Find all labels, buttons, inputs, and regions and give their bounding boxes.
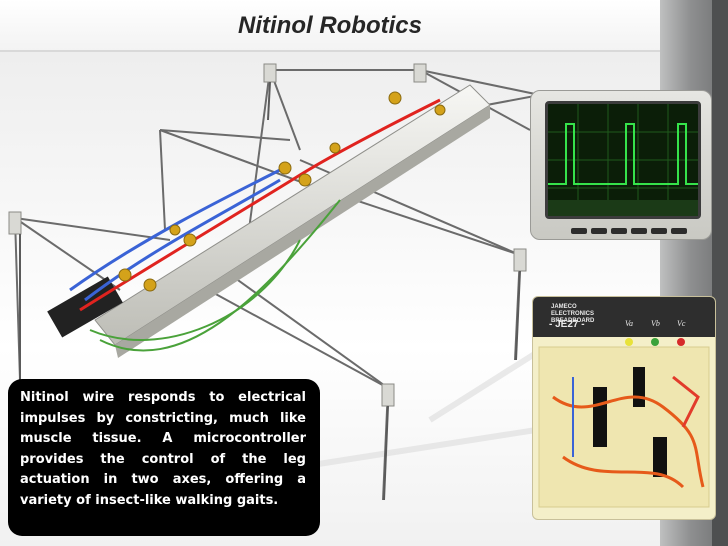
description-text: Nitinol wire responds to electrical impu… [20,390,306,508]
title-bar: Nitinol Robotics [0,0,728,52]
robot-leg-tips [19,81,521,501]
terminal-va-label: Va [625,319,633,328]
robot-wires [69,98,441,352]
terminal-vc-label: Vc [677,319,686,328]
breadboard-brand: JAMECO ELECTRONICS BREADBOARD [551,304,595,324]
oscilloscope-photo [530,90,712,240]
robot-photo [8,63,622,501]
robot-feet [8,63,527,407]
terminal-vb-label: Vb [651,319,660,328]
right-decoration-edge [712,0,728,546]
breadboard-photo: JAMECO ELECTRONICS BREADBOARD - JE27 - V… [532,296,716,520]
oscilloscope-trace [548,104,698,216]
description-box: Nitinol wire responds to electrical impu… [8,379,320,536]
robot-body [47,84,491,358]
oscilloscope-screen [545,101,701,219]
slide-title: Nitinol Robotics [238,12,422,39]
breadboard-model: - JE27 - [549,319,585,330]
breadboard-circuit [538,338,710,508]
breadboard-header: JAMECO ELECTRONICS BREADBOARD - JE27 - V… [533,297,715,337]
oscilloscope-buttons [571,221,701,234]
